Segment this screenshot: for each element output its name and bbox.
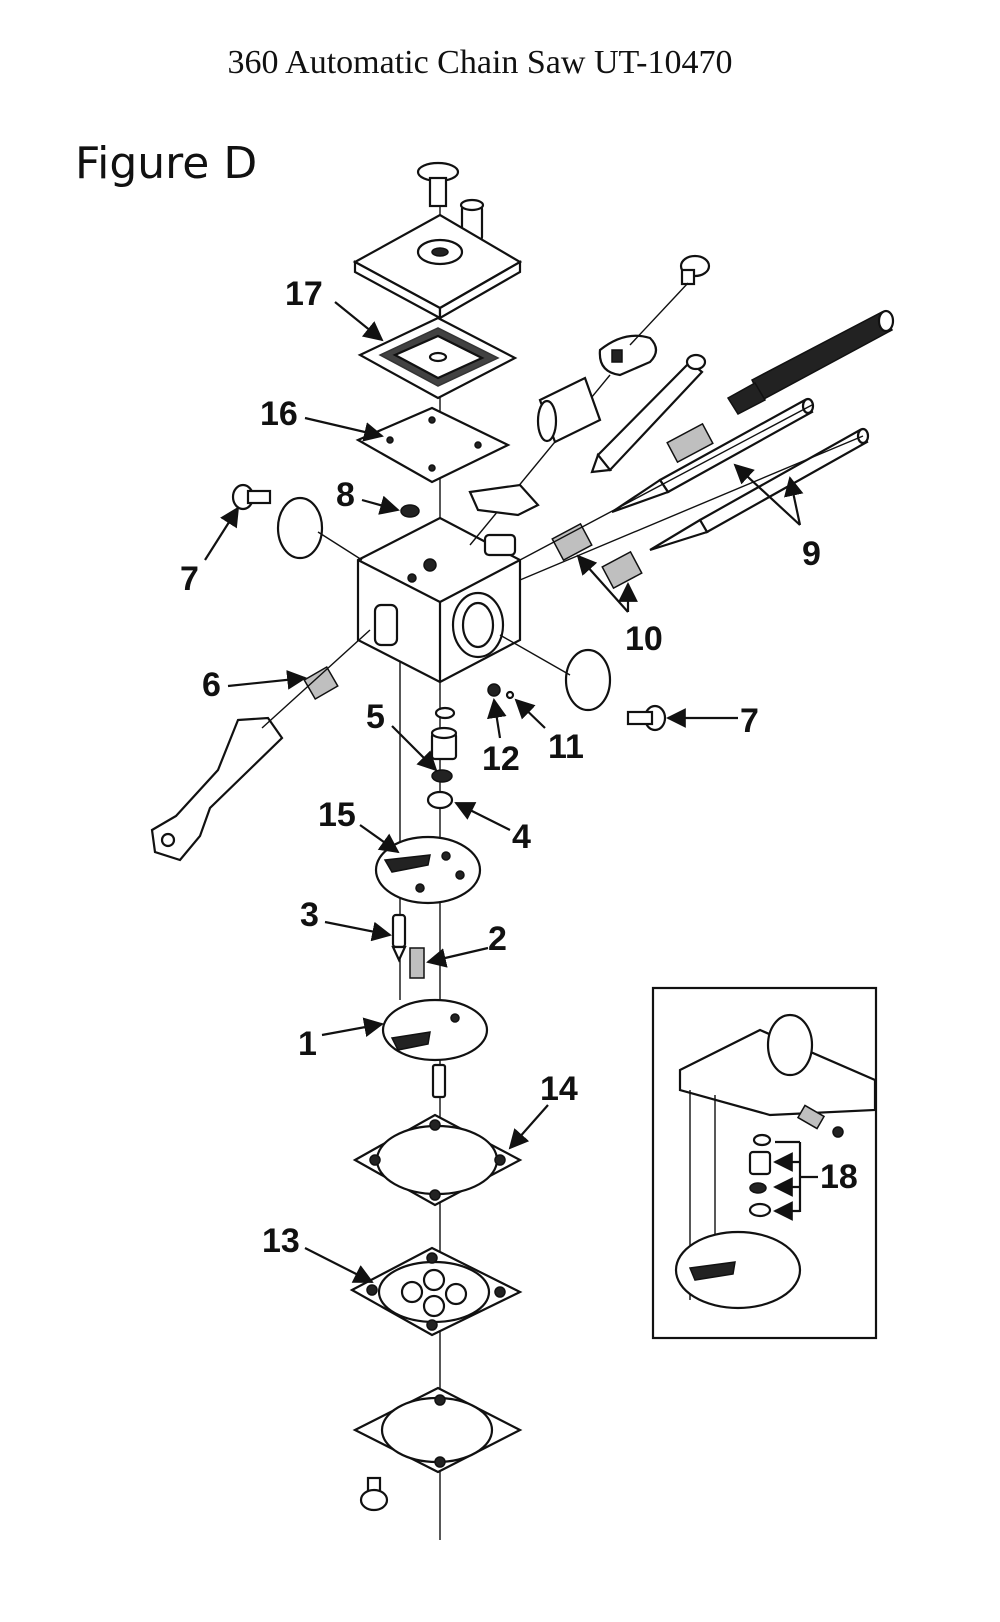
inset-screen-part <box>749 1182 767 1194</box>
adjusting-needle-part-9b <box>649 427 870 552</box>
leader-10a <box>576 554 629 613</box>
bottom-screw-part <box>359 1476 389 1512</box>
top-screw-part <box>416 161 460 208</box>
leader-17 <box>334 301 384 342</box>
fuel-hose-part <box>726 309 895 415</box>
leader-12 <box>487 698 507 739</box>
callout-8: 8 <box>336 476 355 514</box>
page-title: 360 Automatic Chain Saw UT-10470 <box>227 44 733 81</box>
inset-frame <box>651 986 878 1340</box>
carburetor-body-part <box>356 516 522 684</box>
leader-3 <box>324 920 392 942</box>
inset-ring-part <box>748 1202 772 1218</box>
callout-3: 3 <box>300 896 319 934</box>
o-ring-part <box>434 706 456 720</box>
inset-spring-part <box>796 1104 826 1130</box>
inset-valve-part <box>748 1150 772 1176</box>
leader-8 <box>361 495 400 515</box>
choke-disc-part <box>564 648 612 712</box>
spring-part-2 <box>409 947 425 979</box>
inset-ball-part <box>832 1126 844 1138</box>
lever-part <box>598 334 658 377</box>
callout-10: 10 <box>625 620 663 658</box>
callout-7-right: 7 <box>740 702 759 740</box>
inset-plate-part <box>674 1230 802 1310</box>
retaining-ring-part-4 <box>426 790 454 810</box>
circuit-plate-part-15 <box>374 835 482 905</box>
callout-13: 13 <box>262 1222 300 1260</box>
pin-part <box>431 1063 447 1099</box>
spring-part-10a <box>551 522 593 562</box>
screen-part-8 <box>400 504 420 518</box>
leader-4 <box>454 802 511 831</box>
callout-9: 9 <box>802 535 821 573</box>
throttle-lever-part <box>150 716 284 862</box>
inlet-needle-part-3 <box>391 913 407 963</box>
inset-body-part <box>678 1028 877 1117</box>
callout-14: 14 <box>540 1070 578 1108</box>
throttle-disc-part <box>276 496 324 560</box>
long-pin-part <box>590 353 707 474</box>
small-part-12 <box>487 683 501 697</box>
callout-6: 6 <box>202 666 221 704</box>
callout-17: 17 <box>285 275 323 313</box>
callout-7-left: 7 <box>180 560 199 598</box>
flat-lever-part <box>468 483 540 517</box>
callout-2: 2 <box>488 920 507 958</box>
spring-part-10b <box>601 550 643 590</box>
screw-part-7-right <box>626 704 667 732</box>
metering-diaphragm-part-13 <box>349 1246 523 1337</box>
screen-part-5 <box>431 769 453 783</box>
callout-5: 5 <box>366 698 385 736</box>
bottom-cover-part <box>352 1386 523 1474</box>
screw-part-7-left <box>231 483 272 511</box>
spacer-sleeve-part <box>536 376 602 444</box>
lever-screw-part <box>679 254 711 286</box>
callout-18: 18 <box>820 1158 858 1196</box>
leader-9b <box>784 476 804 526</box>
top-cover-part <box>352 213 523 320</box>
leader-16 <box>304 416 384 442</box>
leader-9a <box>733 463 801 526</box>
callout-4: 4 <box>512 818 531 856</box>
leader-5 <box>391 725 438 772</box>
leader-11 <box>514 698 546 729</box>
callout-11: 11 <box>548 728 584 766</box>
inset-detail-box: 18 <box>651 986 878 1340</box>
figure-label: Figure D <box>75 138 258 189</box>
gasket-part-14 <box>352 1113 523 1207</box>
spring-part-6 <box>303 665 339 701</box>
leader-2 <box>426 946 489 968</box>
metering-plate-part-1 <box>381 998 489 1062</box>
leader-15 <box>359 824 400 854</box>
pump-gasket-part-17 <box>357 316 518 400</box>
leader-13 <box>304 1247 374 1283</box>
small-part-11 <box>505 690 515 700</box>
leader-1 <box>321 1017 384 1037</box>
callout-15: 15 <box>318 796 356 834</box>
check-valve-part <box>430 726 458 761</box>
callout-1: 1 <box>298 1025 317 1063</box>
callout-16: 16 <box>260 395 298 433</box>
callout-12: 12 <box>482 740 520 778</box>
leader-14 <box>508 1104 549 1150</box>
inset-o-ring-part <box>752 1133 772 1147</box>
leader-7-left <box>204 506 240 561</box>
leader-6 <box>227 669 307 690</box>
pump-diaphragm-part-16 <box>355 406 511 484</box>
inset-bore-part <box>766 1013 814 1077</box>
